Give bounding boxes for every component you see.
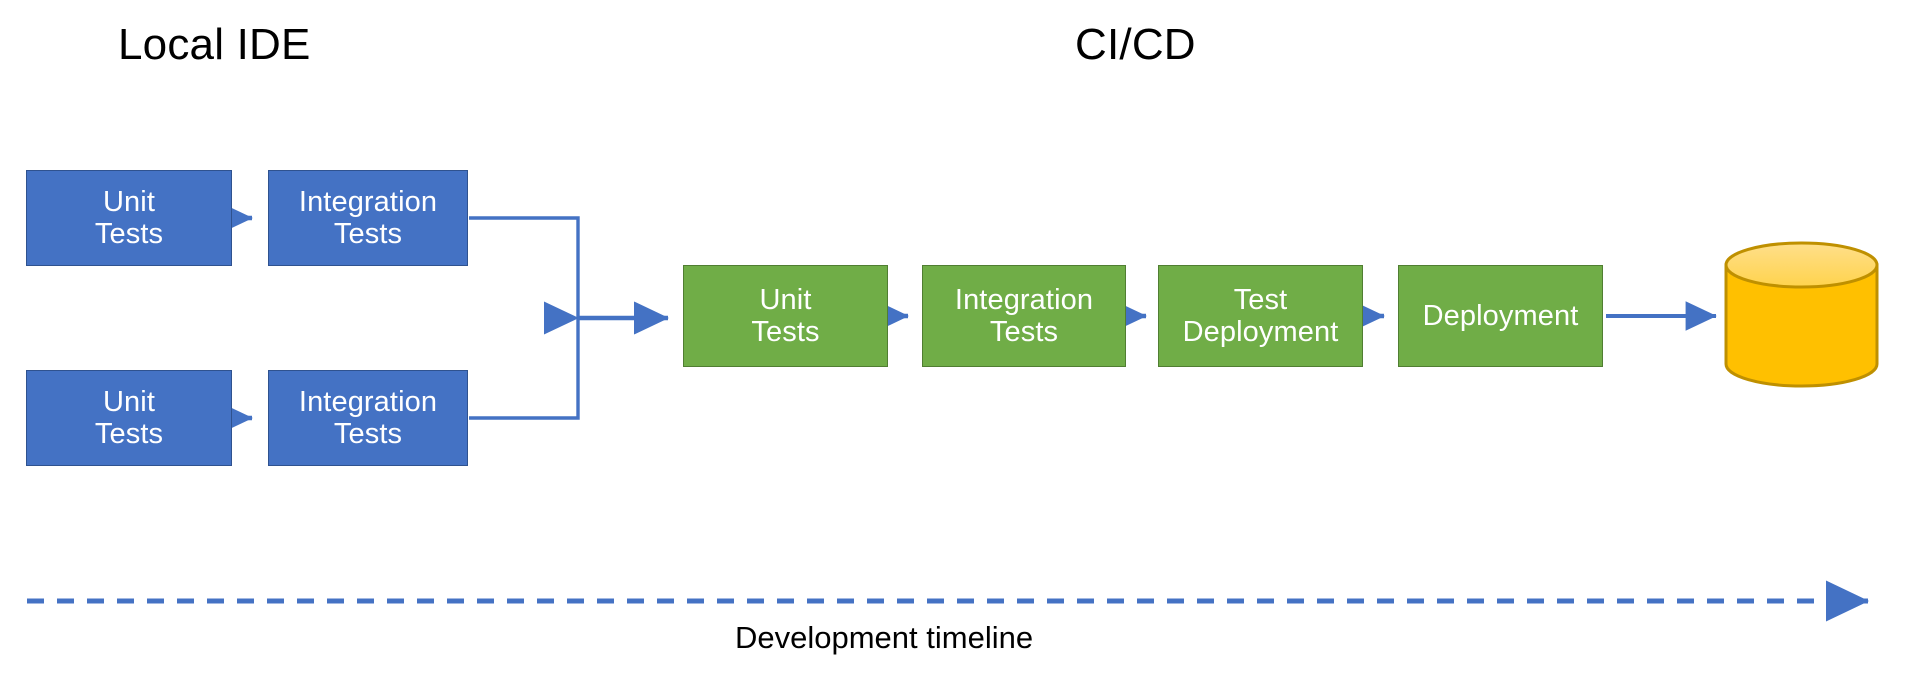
node-cicd-unit-tests[interactable]: Unit Tests: [683, 265, 888, 367]
node-cicd-integration-tests[interactable]: Integration Tests: [922, 265, 1126, 367]
artifact-store-cylinder: [1724, 241, 1879, 388]
node-local-unit-tests-2[interactable]: Unit Tests: [26, 370, 232, 466]
timeline-label: Development timeline: [735, 620, 1034, 655]
section-title-local-ide: Local IDE: [118, 20, 311, 69]
node-cicd-test-deployment[interactable]: Test Deployment: [1158, 265, 1363, 367]
node-local-unit-tests-1[interactable]: Unit Tests: [26, 170, 232, 266]
node-local-integration-tests-1[interactable]: Integration Tests: [268, 170, 468, 266]
node-local-integration-tests-2[interactable]: Integration Tests: [268, 370, 468, 466]
connector-merge-bracket: [469, 216, 580, 420]
node-cicd-deployment[interactable]: Deployment: [1398, 265, 1603, 367]
section-title-cicd: CI/CD: [1075, 20, 1196, 69]
